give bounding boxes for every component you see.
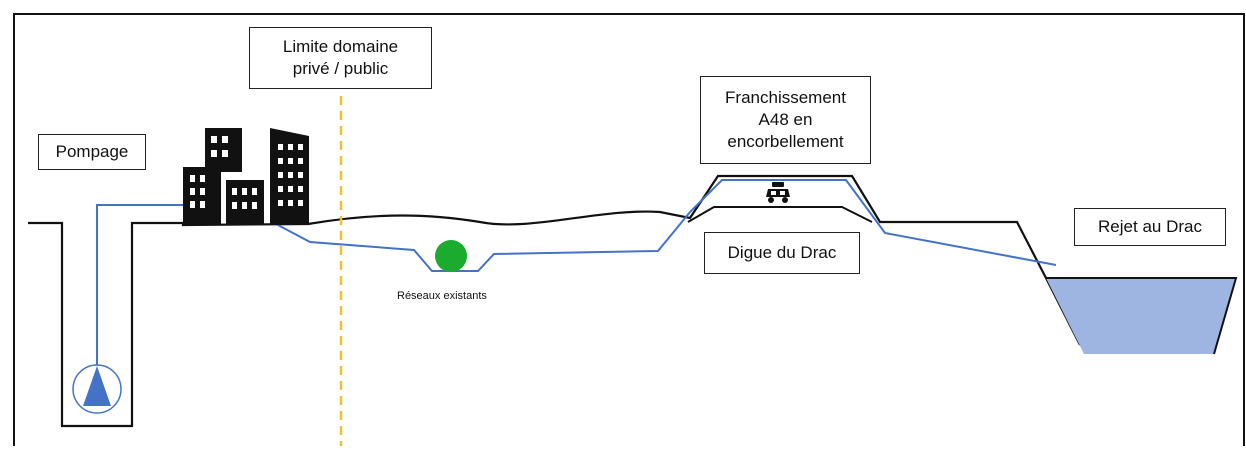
label-rejet-au-drac: Rejet au Drac [1074,208,1226,246]
diagram-frame [13,13,1245,451]
digue-inner-line [687,206,873,223]
label-franchissement: Franchissement A48 en encorbellement [700,76,871,164]
river-drac [1046,278,1236,354]
label-pompage: Pompage [38,134,146,170]
car-icon [766,182,790,203]
label-limite-domaine: Limite domaine privé / public [249,27,432,89]
network-circle-icon [435,240,467,272]
pump-icon [72,364,122,414]
river-bank [1046,277,1238,355]
label-digue-du-drac: Digue du Drac [704,232,860,274]
pipe-line [96,179,1057,366]
building-windows [190,136,303,209]
label-reseaux-existants: Réseaux existants [397,290,487,302]
